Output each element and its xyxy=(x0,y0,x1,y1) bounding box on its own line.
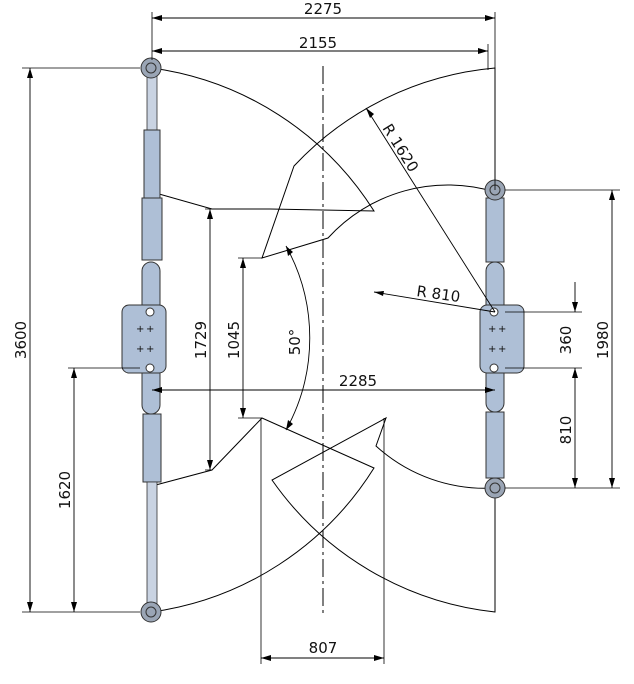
svg-text:+: + xyxy=(498,344,506,355)
dim-bottom-width: 807 xyxy=(260,418,385,664)
dim-lower-length: 1620 xyxy=(56,367,140,612)
dim-radius-small: R 810 xyxy=(373,282,496,313)
total-length-label: 3600 xyxy=(12,321,30,359)
dim-bracket-360: 360 xyxy=(505,282,582,378)
lower-length-label: 1620 xyxy=(56,471,74,509)
angle-label: 50° xyxy=(286,329,304,356)
right-bottom-pad xyxy=(484,477,506,499)
svg-text:+: + xyxy=(488,344,496,355)
dim-radius-large: R 1620 xyxy=(365,107,496,313)
radius-large-label: R 1620 xyxy=(379,121,423,176)
post-spacing-label: 2285 xyxy=(339,372,377,390)
swing-area-left-bottom xyxy=(151,417,375,613)
overall-width-label: 2275 xyxy=(304,0,342,18)
right-base-plate xyxy=(479,304,525,374)
bottom-width-label: 807 xyxy=(309,639,338,657)
svg-text:+: + xyxy=(146,344,154,355)
dim-angle: 50° xyxy=(285,245,311,431)
svg-text:+: + xyxy=(146,324,154,335)
dim-post-height: 1980 xyxy=(505,189,620,489)
left-post: + + + + xyxy=(121,69,167,609)
dim-1729: 1729 xyxy=(192,208,270,471)
inner-width-label: 2155 xyxy=(299,34,337,52)
dim-bracket-810: 810 xyxy=(557,368,578,488)
radius-small-label: R 810 xyxy=(415,282,461,306)
dim-1045: 1045 xyxy=(225,257,262,419)
dim-inner-width: 2155 xyxy=(152,34,489,70)
dim-total-length: 3600 xyxy=(12,67,140,613)
left-base-plate xyxy=(121,304,167,374)
svg-text:+: + xyxy=(488,324,496,335)
post-height-label: 1980 xyxy=(594,321,612,359)
bracket-810-label: 810 xyxy=(557,416,575,445)
swing-area-right-bottom xyxy=(271,416,496,613)
svg-text:+: + xyxy=(136,344,144,355)
dim-post-spacing: 2285 xyxy=(152,372,495,393)
bracket-360-label: 360 xyxy=(557,326,575,355)
left-top-pad xyxy=(140,57,162,79)
span-1045-label: 1045 xyxy=(225,321,243,359)
svg-text:+: + xyxy=(498,324,506,335)
dim-overall-width: 2275 xyxy=(151,0,496,190)
swing-area-right-top xyxy=(261,67,496,259)
svg-text:+: + xyxy=(136,324,144,335)
span-1729-label: 1729 xyxy=(192,321,210,359)
right-post: + + + + xyxy=(479,197,525,479)
left-bottom-pad xyxy=(140,601,162,623)
swing-area-left-top xyxy=(151,67,375,212)
